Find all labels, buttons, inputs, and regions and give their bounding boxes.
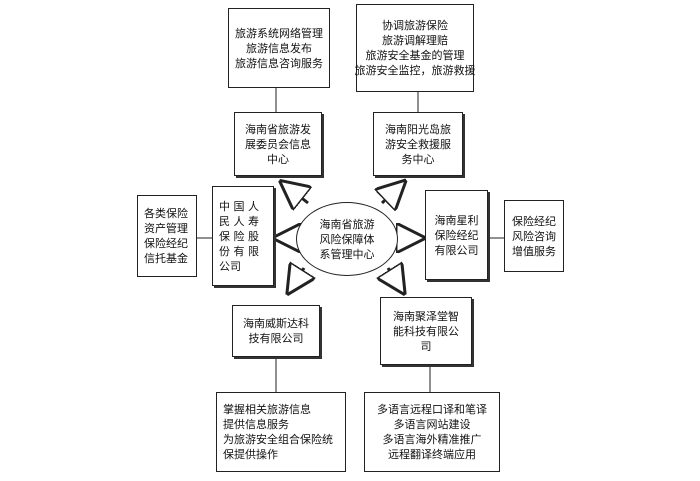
info-line: 协调旅游保险 [382,19,448,32]
bottom-right-info-box: 多语言远程口译和笔译 多语言网站建设 多语言海外精准推广 远程翻译终端应用 [364,392,500,472]
node-line: 技有限公司 [248,332,304,345]
node-line: 海南威斯达科 [243,317,309,330]
info-line: 旅游调解理赔 [382,34,448,47]
node-line: 司 [420,339,432,353]
info-line: 旅游信息咨询服务 [235,56,323,70]
juzetang-tech-box: 海南聚泽堂智 能科技有限公 司 [380,297,472,365]
info-line: 掌握相关旅游信息 [223,403,311,416]
node-line: 保 险 股 [219,229,259,243]
arrow-to-rescue [382,184,402,203]
weisida-tech-box: 海南威斯达科 技有限公司 [232,305,320,357]
node-line: 海南省旅游发 [245,122,311,136]
center-line: 海南省旅游 [319,217,375,231]
info-line: 多语言海外精准推广 [382,433,482,446]
info-line: 旅游安全基金的管理 [365,49,465,62]
center-line: 风险保障体 [319,232,375,246]
info-line: 提供信息服务 [223,418,289,431]
arrow-to-dev-committee [284,184,308,203]
info-line: 为旅游安全组合保险统 [223,433,333,446]
info-line: 保险经纪 [512,214,556,228]
top-right-info-box: 协调旅游保险 旅游调解理赔 旅游安全基金的管理 旅游安全监控，旅游救援 [354,4,476,92]
node-line: 展委员会信息 [245,137,311,151]
info-line: 旅游系统网络管理 [235,26,323,40]
china-life-insurance-box: 中 国 人 民 人 寿 保 险 股 份 有 限 公司 [212,186,274,286]
center-line: 系管理中心 [319,247,375,261]
bottom-left-info-box: 掌握相关旅游信息 提供信息服务 为旅游安全组合保险统 保提供操作 [216,392,346,472]
node-line: 份 有 限 [219,244,259,258]
info-line: 保提供操作 [223,448,278,461]
node-line: 中心 [267,152,289,166]
arrow-to-juzetang [388,268,402,290]
arrow-to-weisida [290,268,304,290]
xingli-insurance-broker-box: 海南星利 保险经纪 有限公司 [425,190,488,280]
info-line: 旅游安全监控，旅游救援 [354,64,476,77]
info-line: 风险咨询 [512,229,556,243]
info-line: 旅游信息发布 [246,41,312,55]
far-left-info-box: 各类保险 资产管理 保险经纪 信托基金 [137,195,197,277]
node-line: 公司 [219,259,241,273]
safety-rescue-service-center: 海南阳光岛旅 游安全救援服 务中心 [373,112,463,176]
node-line: 海南星利 [434,213,479,227]
node-line: 海南阳光岛旅 [385,122,451,136]
node-line: 中 国 人 [219,199,259,213]
info-line: 信托基金 [144,252,188,265]
top-left-info-box: 旅游系统网络管理 旅游信息发布 旅游信息咨询服务 [228,8,330,88]
node-line: 游安全救援服 [385,137,451,151]
dev-committee-info-center: 海南省旅游发 展委员会信息 中心 [234,112,322,176]
node-line: 务中心 [401,152,435,166]
info-line: 增值服务 [512,244,556,258]
info-line: 多语言远程口译和笔译 [377,403,487,416]
info-line: 资产管理 [144,222,188,235]
info-line: 各类保险 [144,207,188,220]
node-line: 能科技有限公 [393,324,459,338]
far-right-info-box: 保险经纪 风险咨询 增值服务 [504,200,564,272]
node-line: 民 人 寿 [219,214,259,228]
info-line: 多语言网站建设 [393,418,471,431]
node-line: 海南聚泽堂智 [393,309,459,323]
node-line: 保险经纪 [434,228,479,242]
node-line: 有限公司 [434,243,479,257]
center-management-node: 海南省旅游 风险保障体 系管理中心 [296,202,398,276]
info-line: 远程翻译终端应用 [388,448,476,461]
info-line: 保险经纪 [144,237,188,250]
